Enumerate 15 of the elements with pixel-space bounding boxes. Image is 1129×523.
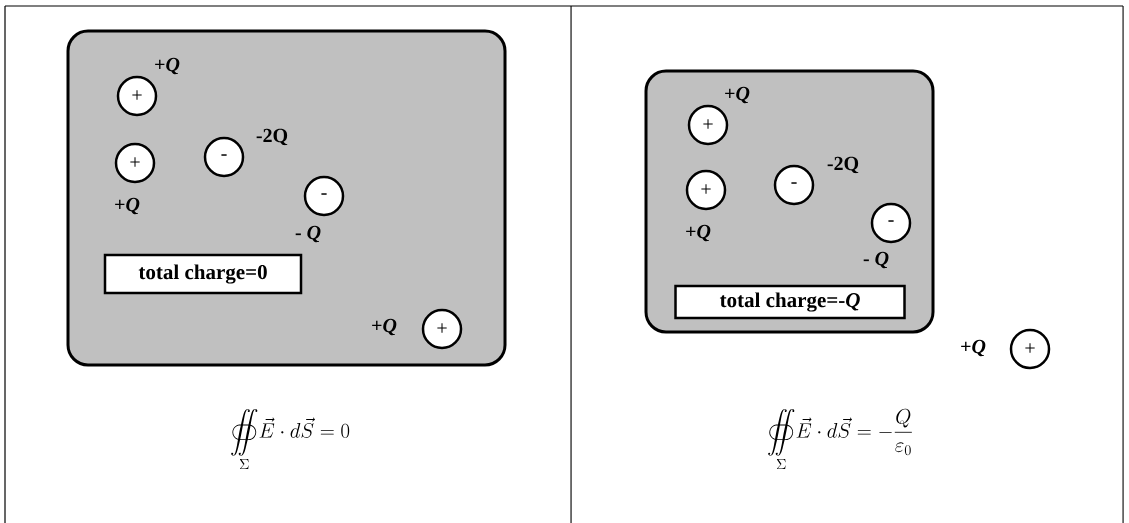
charge-label: +Q [372,318,397,336]
charge-label: +Q [155,57,180,75]
charge-label: -2Q [256,128,288,146]
total-charge-box: total charge=0 [103,253,303,295]
surface-box [66,29,507,367]
charge-label: +Q [115,197,140,215]
charge-label: - Q [863,251,889,269]
formula: $\underset{\Sigma}{\oiint}\vec{E}\cdot d\vec{S}=-\frac{Q}{\varepsilon_0}$ [768,408,912,469]
total-charge-box: total charge=-Q [674,284,906,320]
formula: $\underset{\Sigma}{\oiint}\vec{E}\cdot d\vec{S}=0$ [231,409,350,469]
charge-label: -2Q [827,156,859,174]
charge-label: +Q [686,224,711,242]
charge-label: - Q [295,225,321,243]
charge-label: +Q [725,86,750,104]
charge-label: +Q [961,339,986,357]
